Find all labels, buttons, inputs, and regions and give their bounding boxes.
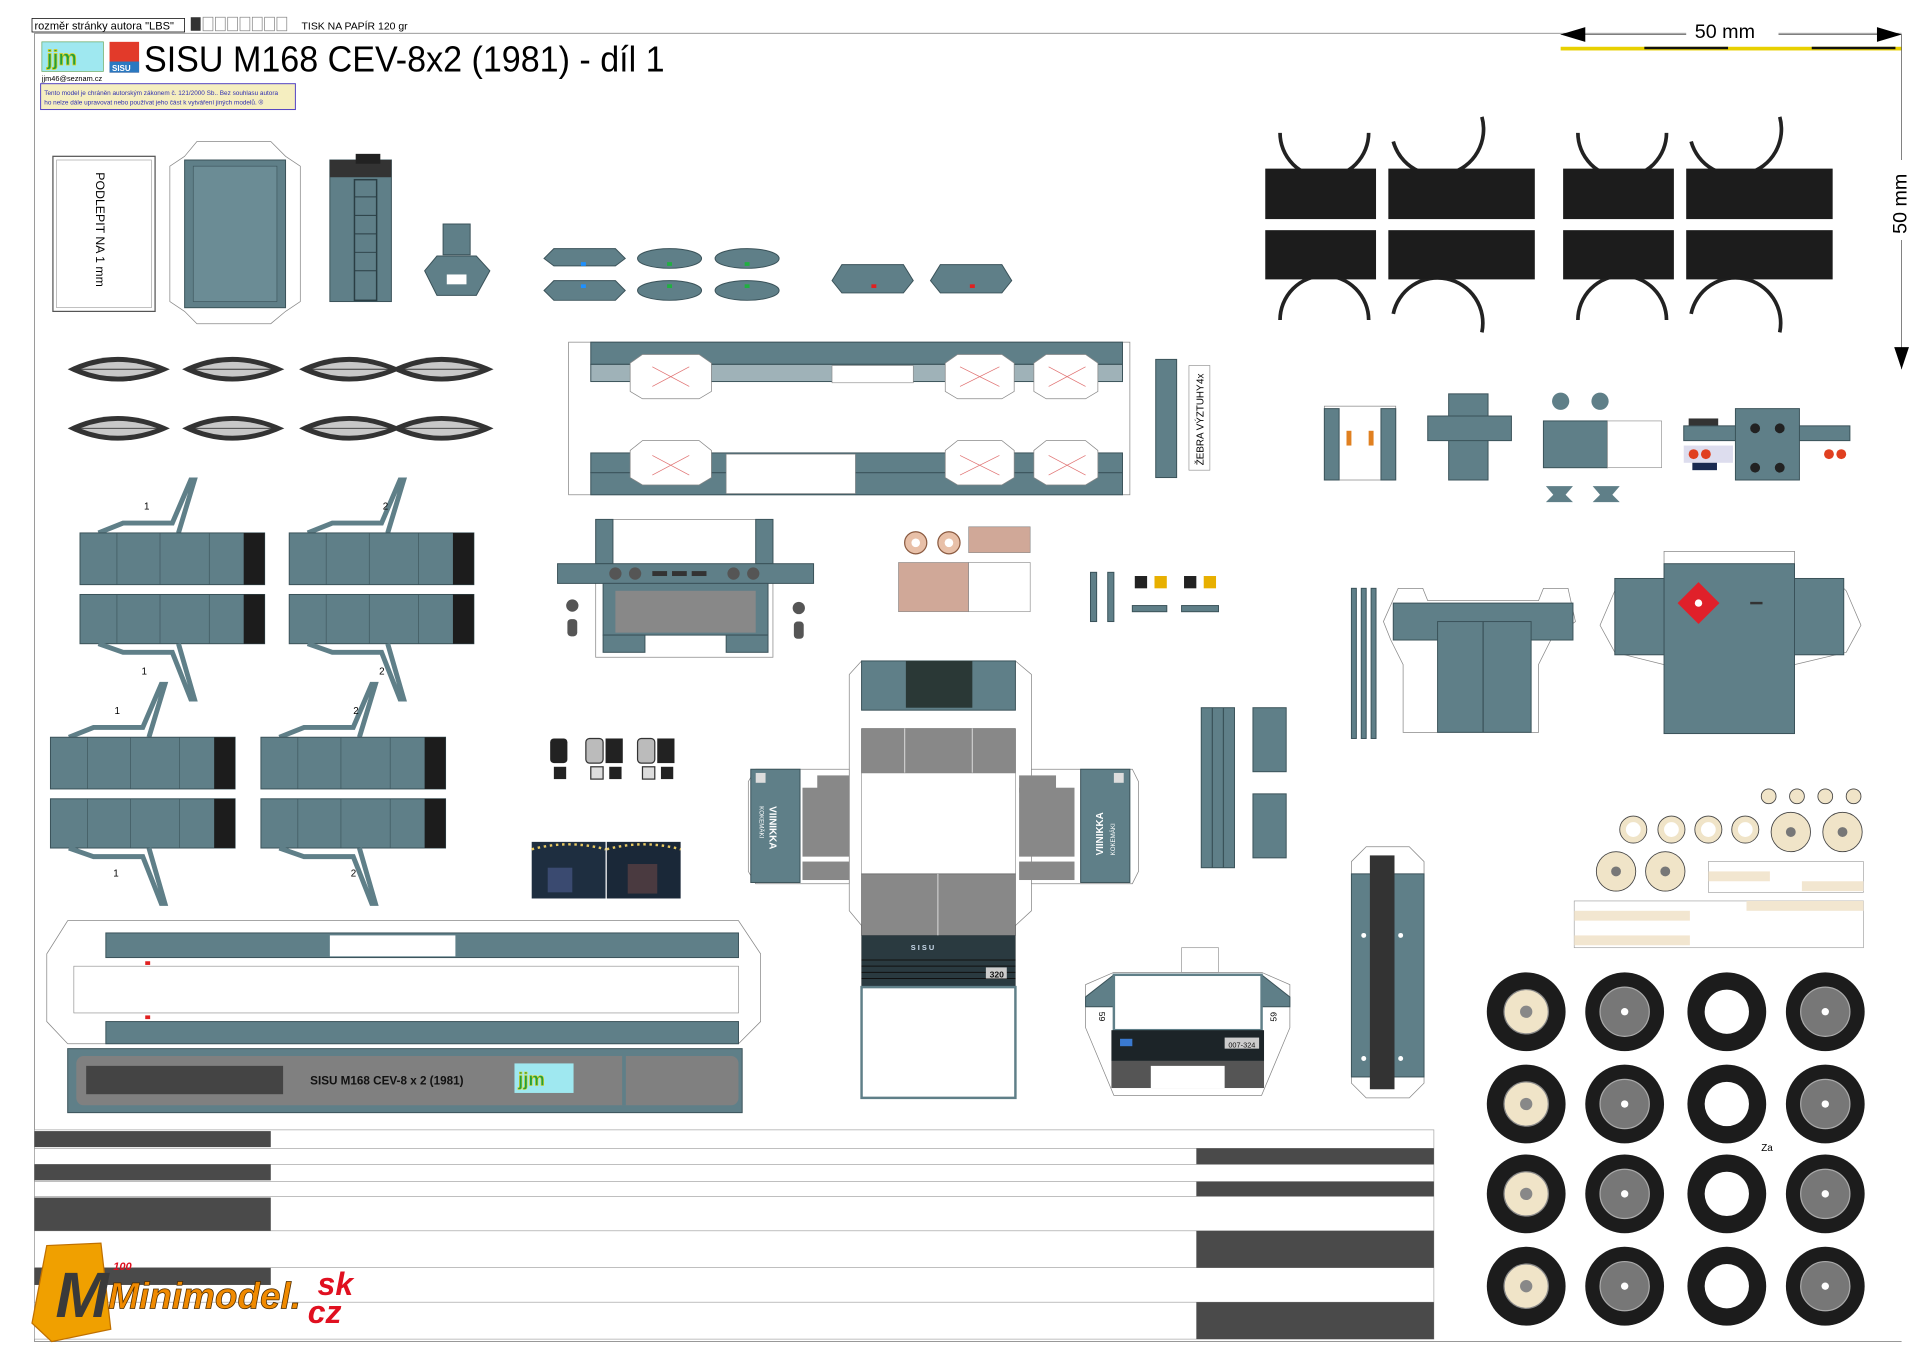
door-brand: VIINIKKA bbox=[766, 806, 777, 849]
axle-label: 1 bbox=[142, 666, 147, 677]
chassis-frame bbox=[568, 341, 1131, 496]
svg-text:SISU: SISU bbox=[112, 64, 131, 73]
front-bumper-part bbox=[557, 518, 815, 658]
page-title: SISU M168 CEV-8x2 (1981) - díl 1 bbox=[144, 39, 665, 79]
axle-label: 2 bbox=[353, 706, 358, 717]
tarp-strips bbox=[34, 1129, 1435, 1340]
axle-label: 2 bbox=[379, 666, 384, 677]
lamp-housing-parts bbox=[1323, 392, 1662, 503]
axle-label: 2 bbox=[383, 502, 388, 513]
svg-text:jjm: jjm bbox=[46, 47, 77, 70]
grille-badge: S I S U bbox=[911, 943, 934, 952]
scale-vertical-label: 50 mm bbox=[1890, 174, 1912, 234]
side-plate-right: 59 bbox=[1268, 1012, 1278, 1022]
author-email: jjm46@seznam.cz bbox=[41, 74, 103, 83]
svg-text:M: M bbox=[55, 1259, 110, 1331]
svg-text:cz: cz bbox=[308, 1294, 342, 1330]
axle-label: 1 bbox=[113, 868, 118, 879]
ribs-part: ŽEBRA VÝZTUHY 4x bbox=[1155, 358, 1211, 479]
scale-horizontal: 50 mm bbox=[1560, 20, 1902, 51]
tank-box-part bbox=[169, 141, 301, 325]
print-note: TISK NA PAPÍR 120 gr bbox=[302, 20, 409, 33]
wheel-rear bbox=[1785, 972, 1865, 1052]
axle-label: 1 bbox=[114, 706, 119, 717]
rear-panel-part: 007-324 59 59 bbox=[1085, 947, 1291, 1096]
bed-side-text: SISU M168 CEV-8 x 2 (1981) bbox=[310, 1074, 463, 1087]
wheel-front bbox=[1486, 972, 1566, 1052]
page-size-box bbox=[31, 18, 185, 33]
cab-side-right: VIINIKKA KOKEMÄKI bbox=[1019, 768, 1139, 885]
cab-net: S I S U 320 bbox=[848, 660, 1032, 1100]
backing-panel: PODLEPIT NA 1 mm bbox=[52, 155, 156, 313]
scale-vertical: 50 mm bbox=[1886, 34, 1914, 370]
rear-light-bar bbox=[1683, 408, 1851, 481]
ladder-part bbox=[329, 153, 392, 303]
rear-plate: 007-324 bbox=[1228, 1040, 1255, 1049]
svg-text:sk: sk bbox=[318, 1266, 356, 1302]
backing-note: PODLEPIT NA 1 mm bbox=[93, 172, 107, 287]
ribs-note: ŽEBRA VÝZTUHY bbox=[1196, 384, 1207, 465]
door-city: KOKEMÄKI bbox=[757, 806, 764, 838]
washer-parts bbox=[898, 526, 1031, 613]
tank-top-part bbox=[1383, 587, 1576, 733]
copyright-box bbox=[40, 83, 296, 111]
hub-parts bbox=[1573, 788, 1864, 949]
door-city: KOKEMÄKI bbox=[1110, 823, 1117, 855]
minimodel-logo: M Minimodel. sk cz 100 bbox=[31, 1242, 356, 1343]
cab-side-left: VIINIKKA KOKEMÄKI bbox=[747, 768, 850, 885]
copyright-line1: Tento model je chráněn autorským zákonem… bbox=[44, 90, 278, 97]
sisu-logo: SISU bbox=[109, 41, 140, 73]
wheel-rear bbox=[1585, 972, 1665, 1052]
small-box-part bbox=[424, 223, 491, 296]
print-swatches bbox=[202, 16, 288, 32]
wheel-inner bbox=[1687, 972, 1767, 1052]
svg-text:100: 100 bbox=[113, 1261, 132, 1273]
print-swatch bbox=[190, 17, 201, 31]
scale-horizontal-label: 50 mm bbox=[1695, 21, 1755, 43]
wheels: Za bbox=[1486, 972, 1866, 1327]
page-size-note: rozměr stránky autora "LBS" bbox=[34, 21, 173, 33]
svg-text:Minimodel.: Minimodel. bbox=[108, 1275, 301, 1316]
dangerous-goods-tank bbox=[1599, 551, 1862, 735]
tracks-parts bbox=[1265, 116, 1833, 333]
ribs-count: 4x bbox=[1196, 374, 1207, 384]
front-plate: 320 bbox=[990, 969, 1005, 979]
side-plate-left: 59 bbox=[1097, 1012, 1107, 1022]
rear-frame-part bbox=[1350, 846, 1425, 1099]
door-brand: VIINIKKA bbox=[1095, 812, 1106, 855]
author-logo: jjm bbox=[41, 41, 104, 72]
bed-author-logo: jjm bbox=[514, 1063, 574, 1093]
truck-bed-part: SISU M168 CEV-8 x 2 (1981) jjm bbox=[46, 920, 762, 1114]
interior-photo bbox=[531, 841, 681, 899]
header: rozměr stránky autora "LBS" TISK NA PAPÍ… bbox=[31, 16, 1902, 1342]
axle-label: 2 bbox=[351, 868, 356, 879]
axle-label: 1 bbox=[144, 502, 149, 513]
mirror-parts bbox=[550, 737, 675, 780]
mudguard-parts bbox=[67, 356, 495, 442]
axle-parts: 1 2 1 2 1 2 1 2 bbox=[50, 477, 473, 903]
lamp-parts bbox=[543, 248, 1013, 301]
wheel-note: Za bbox=[1761, 1143, 1773, 1154]
frame-bars bbox=[1200, 587, 1377, 869]
copyright-line2: ho nelze dále upravovat nebo používat je… bbox=[44, 99, 263, 107]
svg-text:jjm: jjm bbox=[517, 1069, 545, 1090]
small-light-parts bbox=[1089, 571, 1219, 623]
